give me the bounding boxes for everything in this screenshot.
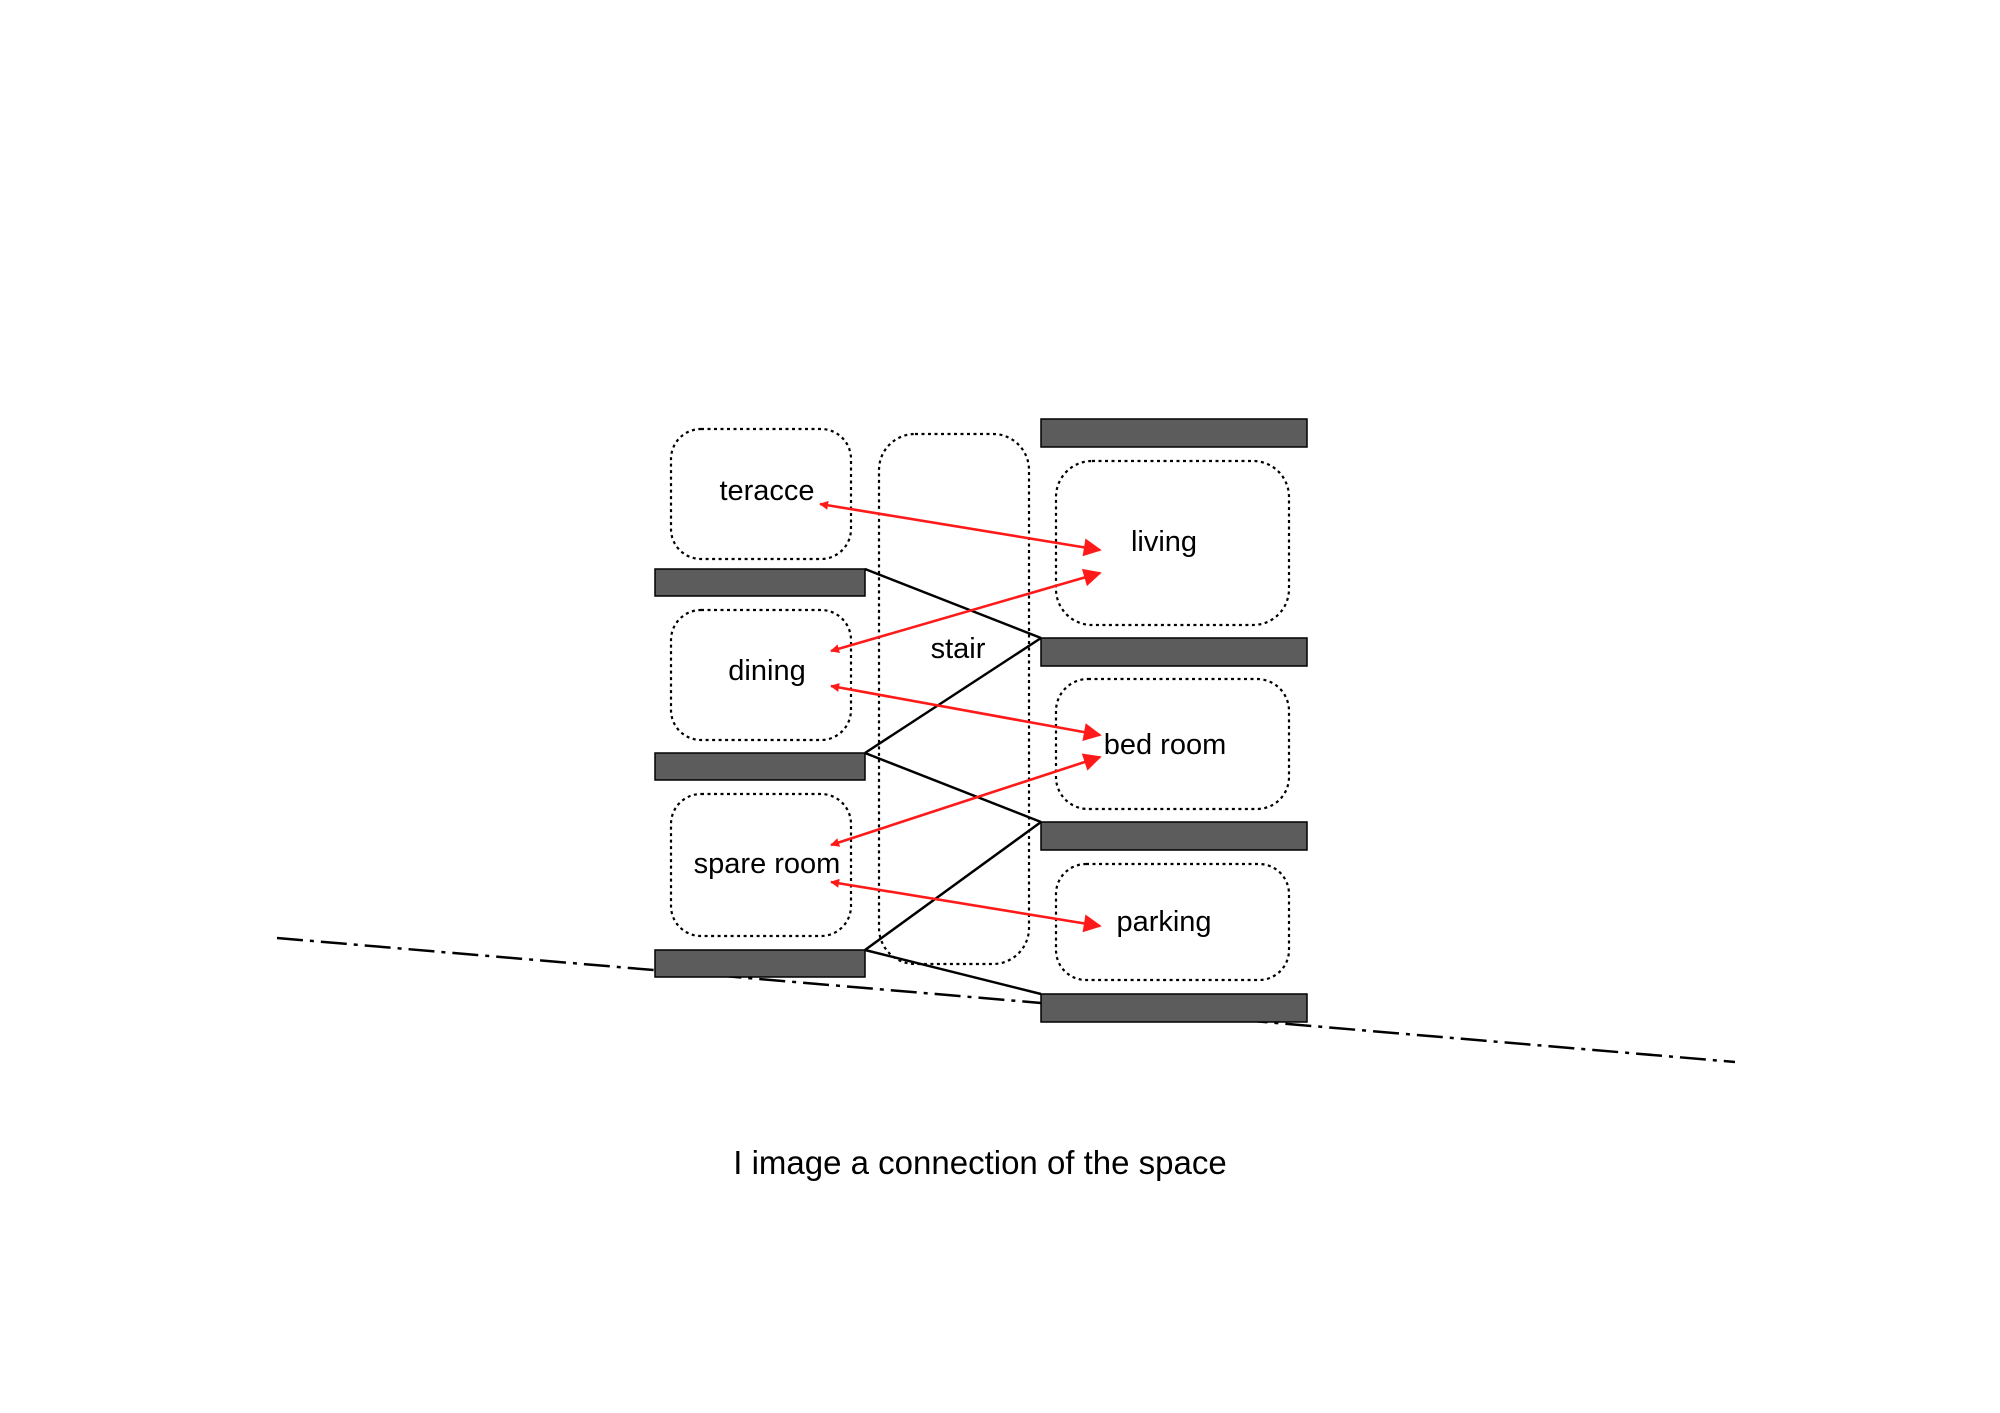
connection-arrow-teracce-living [819,500,1102,557]
stair-ramp [864,948,1042,996]
room-box-stair [877,432,1031,966]
caption: I image a connection of the space [733,1144,1227,1181]
label-teracce: teracce [719,475,814,507]
stair-ramp [864,567,1042,640]
label-dining: dining [728,655,805,687]
stair-ramp [864,751,1042,824]
room-box-bed-room [1054,677,1291,811]
floor-slab [1040,993,1308,1023]
room-box-parking [1054,862,1291,982]
label-stair: stair [931,633,986,665]
label-spare-room: spare room [694,848,841,880]
room-box-spare-room [669,792,853,938]
stair-ramp [864,820,1042,952]
room-box-dining [669,608,853,742]
connection-arrow-living-dining [830,568,1102,654]
label-bed-room: bed room [1104,729,1227,761]
room-box-living [1054,459,1291,627]
floor-slab [1040,637,1308,667]
floor-slab [654,949,866,978]
floor-slab [1040,418,1308,448]
ground-line [276,936,1736,1064]
floor-slab [654,568,866,597]
connection-arrow-spare-room-bed-room [830,753,1102,847]
connection-arrow-dining-bed-room [830,683,1102,741]
floor-slab [654,752,866,781]
connection-arrow-spare-room-parking [830,878,1102,933]
label-parking: parking [1116,906,1211,938]
room-box-teracce [669,427,853,561]
label-living: living [1131,526,1197,558]
floor-slab [1040,821,1308,851]
